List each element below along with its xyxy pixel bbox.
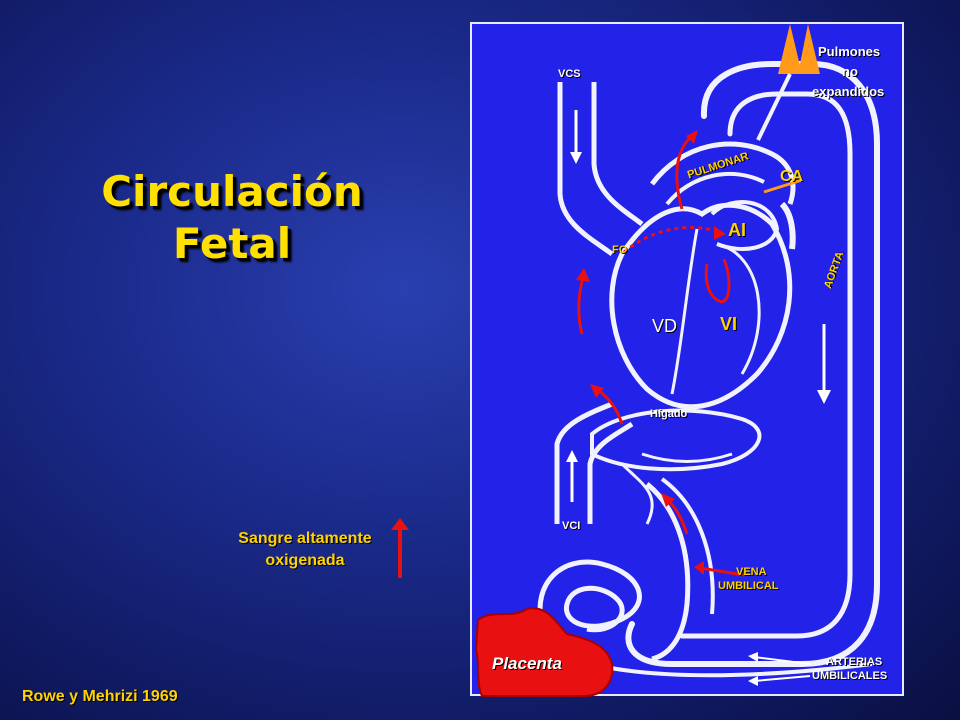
foramen-ovale-arrow-icon bbox=[623, 226, 721, 254]
label-vcs: VCS bbox=[558, 68, 581, 80]
left-atrium bbox=[710, 200, 780, 251]
label-arterias-2: UMBILICALES bbox=[812, 670, 888, 682]
label-vena-2: UMBILICAL bbox=[718, 580, 779, 592]
label-vena-1: VENA bbox=[736, 566, 767, 578]
oxygenated-arrowhead-icon bbox=[714, 226, 726, 240]
label-ai: AI bbox=[728, 220, 746, 240]
placenta-shape bbox=[474, 607, 614, 697]
label-pulmones-3: expandidos bbox=[812, 84, 885, 99]
label-pulmones-2: no bbox=[842, 64, 858, 79]
arteries-flow-arrow-2-icon bbox=[753, 675, 811, 682]
legend-label: Sangre altamente oxigenada bbox=[210, 528, 400, 572]
label-vi: VI bbox=[720, 314, 738, 334]
oxygenated-arrow-pulmonary-icon bbox=[675, 134, 694, 210]
ventricle-inner bbox=[716, 242, 761, 375]
umbilical-vein-inner bbox=[660, 477, 715, 615]
oxygenated-arrowhead-icon bbox=[694, 561, 704, 575]
oxygenated-arrowhead-icon bbox=[686, 130, 698, 144]
flow-arrowhead-icon bbox=[570, 152, 582, 164]
title-line-1: Circulación bbox=[101, 167, 363, 216]
label-arterias-1: ARTERIAS bbox=[826, 656, 883, 668]
vcs-vessel bbox=[557, 82, 614, 257]
oxygenated-arrowhead-icon bbox=[590, 384, 604, 398]
arteries-flow-arrow-1-icon bbox=[753, 656, 811, 665]
portal-vessels bbox=[620, 452, 733, 525]
label-vci: VCI bbox=[562, 520, 581, 532]
oxygenated-arrow-lv-icon bbox=[704, 258, 731, 304]
umbilical-cord bbox=[537, 559, 642, 633]
lung-pointer-icon bbox=[756, 73, 792, 141]
label-placenta: Placenta bbox=[492, 654, 562, 673]
oxygenated-arrowhead-icon bbox=[661, 493, 675, 507]
umbilical-arteries bbox=[591, 662, 873, 678]
ca-arrow-icon bbox=[763, 178, 803, 194]
circulation-drawing bbox=[474, 24, 880, 697]
label-fo: FO bbox=[612, 244, 628, 256]
oxygenated-arrowhead-icon bbox=[576, 268, 590, 282]
flow-arrowhead-icon bbox=[566, 450, 578, 462]
fetal-circulation-diagram: VCS Pulmones no expandidos PULMONAR CA A… bbox=[470, 22, 904, 697]
pulmonary-artery-inner bbox=[665, 171, 765, 206]
flow-arrowhead-icon bbox=[748, 652, 758, 662]
label-vd: VD bbox=[652, 316, 678, 336]
lung-left-icon bbox=[778, 24, 802, 74]
aorta-inner-outline bbox=[679, 91, 853, 639]
legend-line-2: oxigenada bbox=[265, 552, 345, 569]
legend-arrow-icon bbox=[391, 518, 409, 578]
heart-outline bbox=[609, 202, 793, 410]
title-line-2: Fetal bbox=[172, 219, 292, 268]
label-ca: CA bbox=[780, 168, 804, 185]
flow-arrowhead-icon bbox=[748, 676, 758, 686]
vci-vessel bbox=[554, 401, 613, 524]
aorta-outline bbox=[625, 61, 880, 667]
citation: Rowe y Mehrizi 1969 bbox=[22, 688, 178, 705]
oxygenated-arrow-ra-icon bbox=[577, 273, 586, 335]
liver-outline bbox=[590, 408, 762, 472]
legend-line-1: Sangre altamente bbox=[238, 530, 372, 547]
ductus-vessel bbox=[779, 201, 796, 250]
slide-title: Circulación Fetal bbox=[96, 166, 368, 270]
label-pulmones-1: Pulmones bbox=[818, 44, 881, 59]
label-higado: Hígado bbox=[650, 408, 688, 420]
oxygenated-arrow-vena-label-icon bbox=[699, 566, 745, 577]
vci-vessel-right bbox=[587, 421, 634, 524]
heart-septum bbox=[670, 228, 699, 395]
lung-right-icon bbox=[798, 24, 820, 74]
flow-arrowhead-icon bbox=[817, 390, 831, 404]
vcs-vessel-right bbox=[591, 82, 644, 227]
